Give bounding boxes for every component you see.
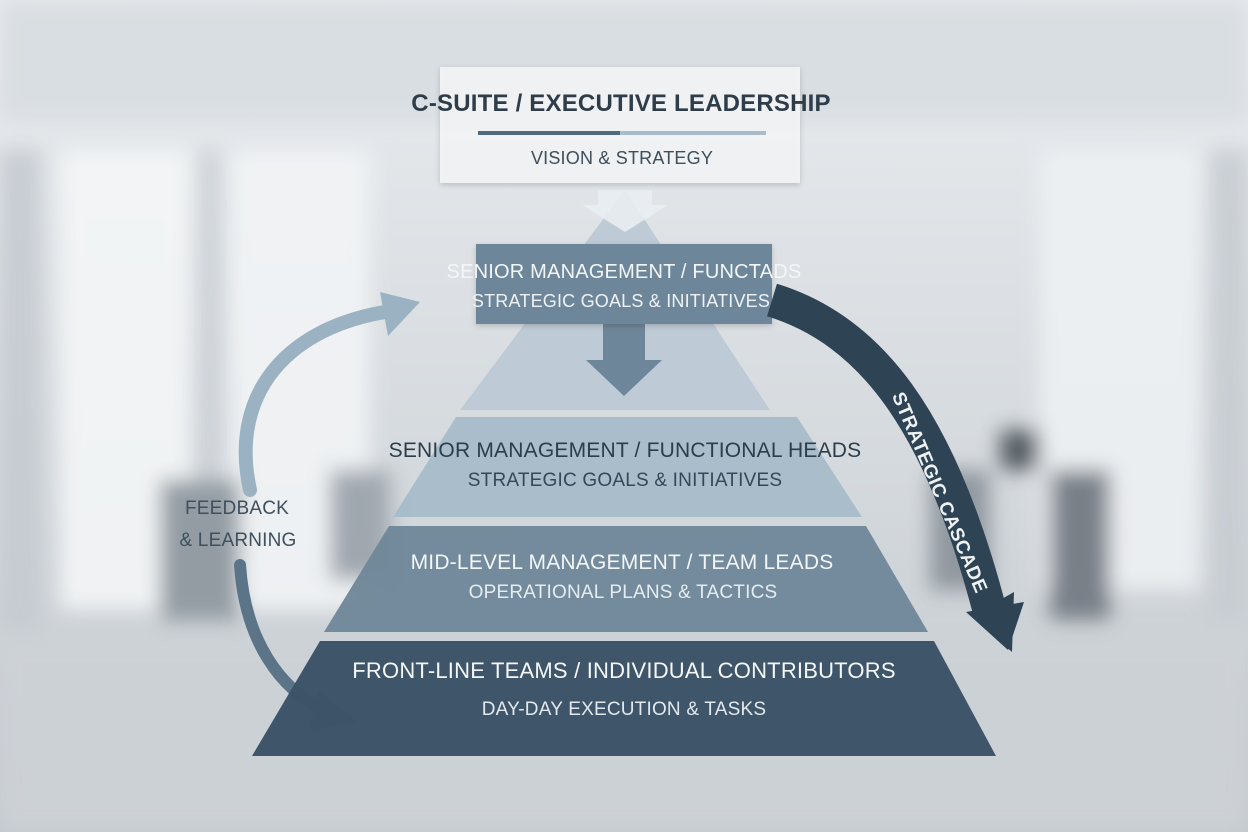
- apex-subtitle: VISION & STRATEGY: [531, 148, 713, 168]
- tier-mid-subtitle: OPERATIONAL PLANS & TACTICS: [469, 582, 778, 603]
- tier-front-subtitle: DAY-DAY EXECUTION & TASKS: [482, 699, 766, 720]
- pyramid-tier-front: [252, 641, 996, 756]
- tier-senior-subtitle: STRATEGIC GOALS & INITIATIVES: [468, 470, 782, 491]
- tier-mid-title: MID-LEVEL MANAGEMENT / TEAM LEADS: [411, 551, 834, 574]
- apex-down-arrow: [582, 190, 668, 232]
- overlay-subtitle: STRATEGIC GOALS & INITIATIVES: [472, 291, 770, 311]
- pyramid-tier-senior: [393, 417, 862, 517]
- overlay-down-arrow: [586, 322, 662, 396]
- tier-senior-title: SENIOR MANAGEMENT / FUNCTIONAL HEADS: [389, 439, 862, 462]
- overlay-title: SENIOR MANAGEMENT / FUNCTADS: [447, 261, 802, 283]
- apex-box: [440, 67, 800, 183]
- pyramid-tier-mid: [324, 526, 928, 632]
- feedback-label-line2: & LEARNING: [179, 530, 296, 551]
- cascade-label: STRATEGIC CASCADE: [887, 389, 991, 596]
- apex-title: C-SUITE / EXECUTIVE LEADERSHIP: [411, 90, 830, 117]
- strategic-cascade-arrow: [766, 283, 1024, 652]
- feedback-label-line1: FEEDBACK: [185, 498, 289, 519]
- tier-front-title: FRONT-LINE TEAMS / INDIVIDUAL CONTRIBUTO…: [352, 658, 895, 683]
- overlay-senior-box: [476, 244, 772, 324]
